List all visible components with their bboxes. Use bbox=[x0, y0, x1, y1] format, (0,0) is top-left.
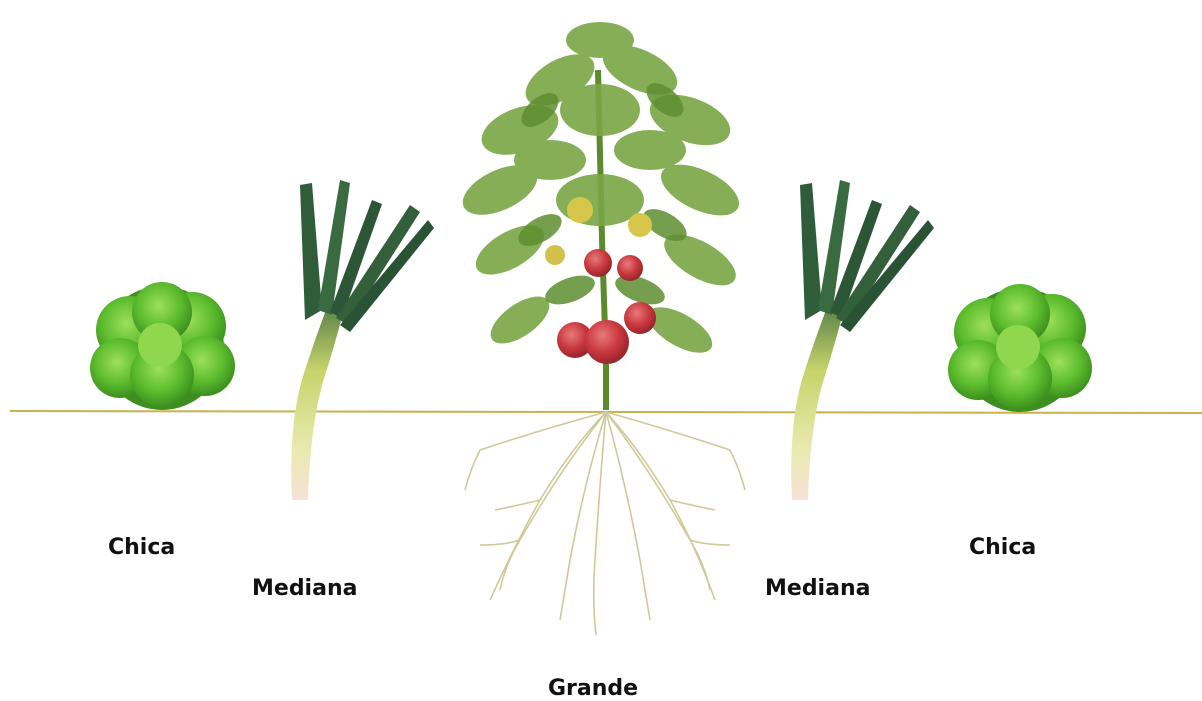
leek-right bbox=[791, 180, 934, 500]
leek-left bbox=[291, 180, 434, 500]
label-medium-right: Mediana bbox=[765, 576, 870, 601]
label-large-center: Grande bbox=[548, 676, 638, 701]
tomato-plant bbox=[455, 22, 746, 410]
lettuce-left bbox=[90, 282, 235, 410]
tomato-roots bbox=[465, 412, 745, 635]
label-small-right: Chica bbox=[969, 535, 1036, 560]
lettuce-right bbox=[948, 284, 1092, 412]
label-medium-left: Mediana bbox=[252, 576, 357, 601]
label-small-left: Chica bbox=[108, 535, 175, 560]
